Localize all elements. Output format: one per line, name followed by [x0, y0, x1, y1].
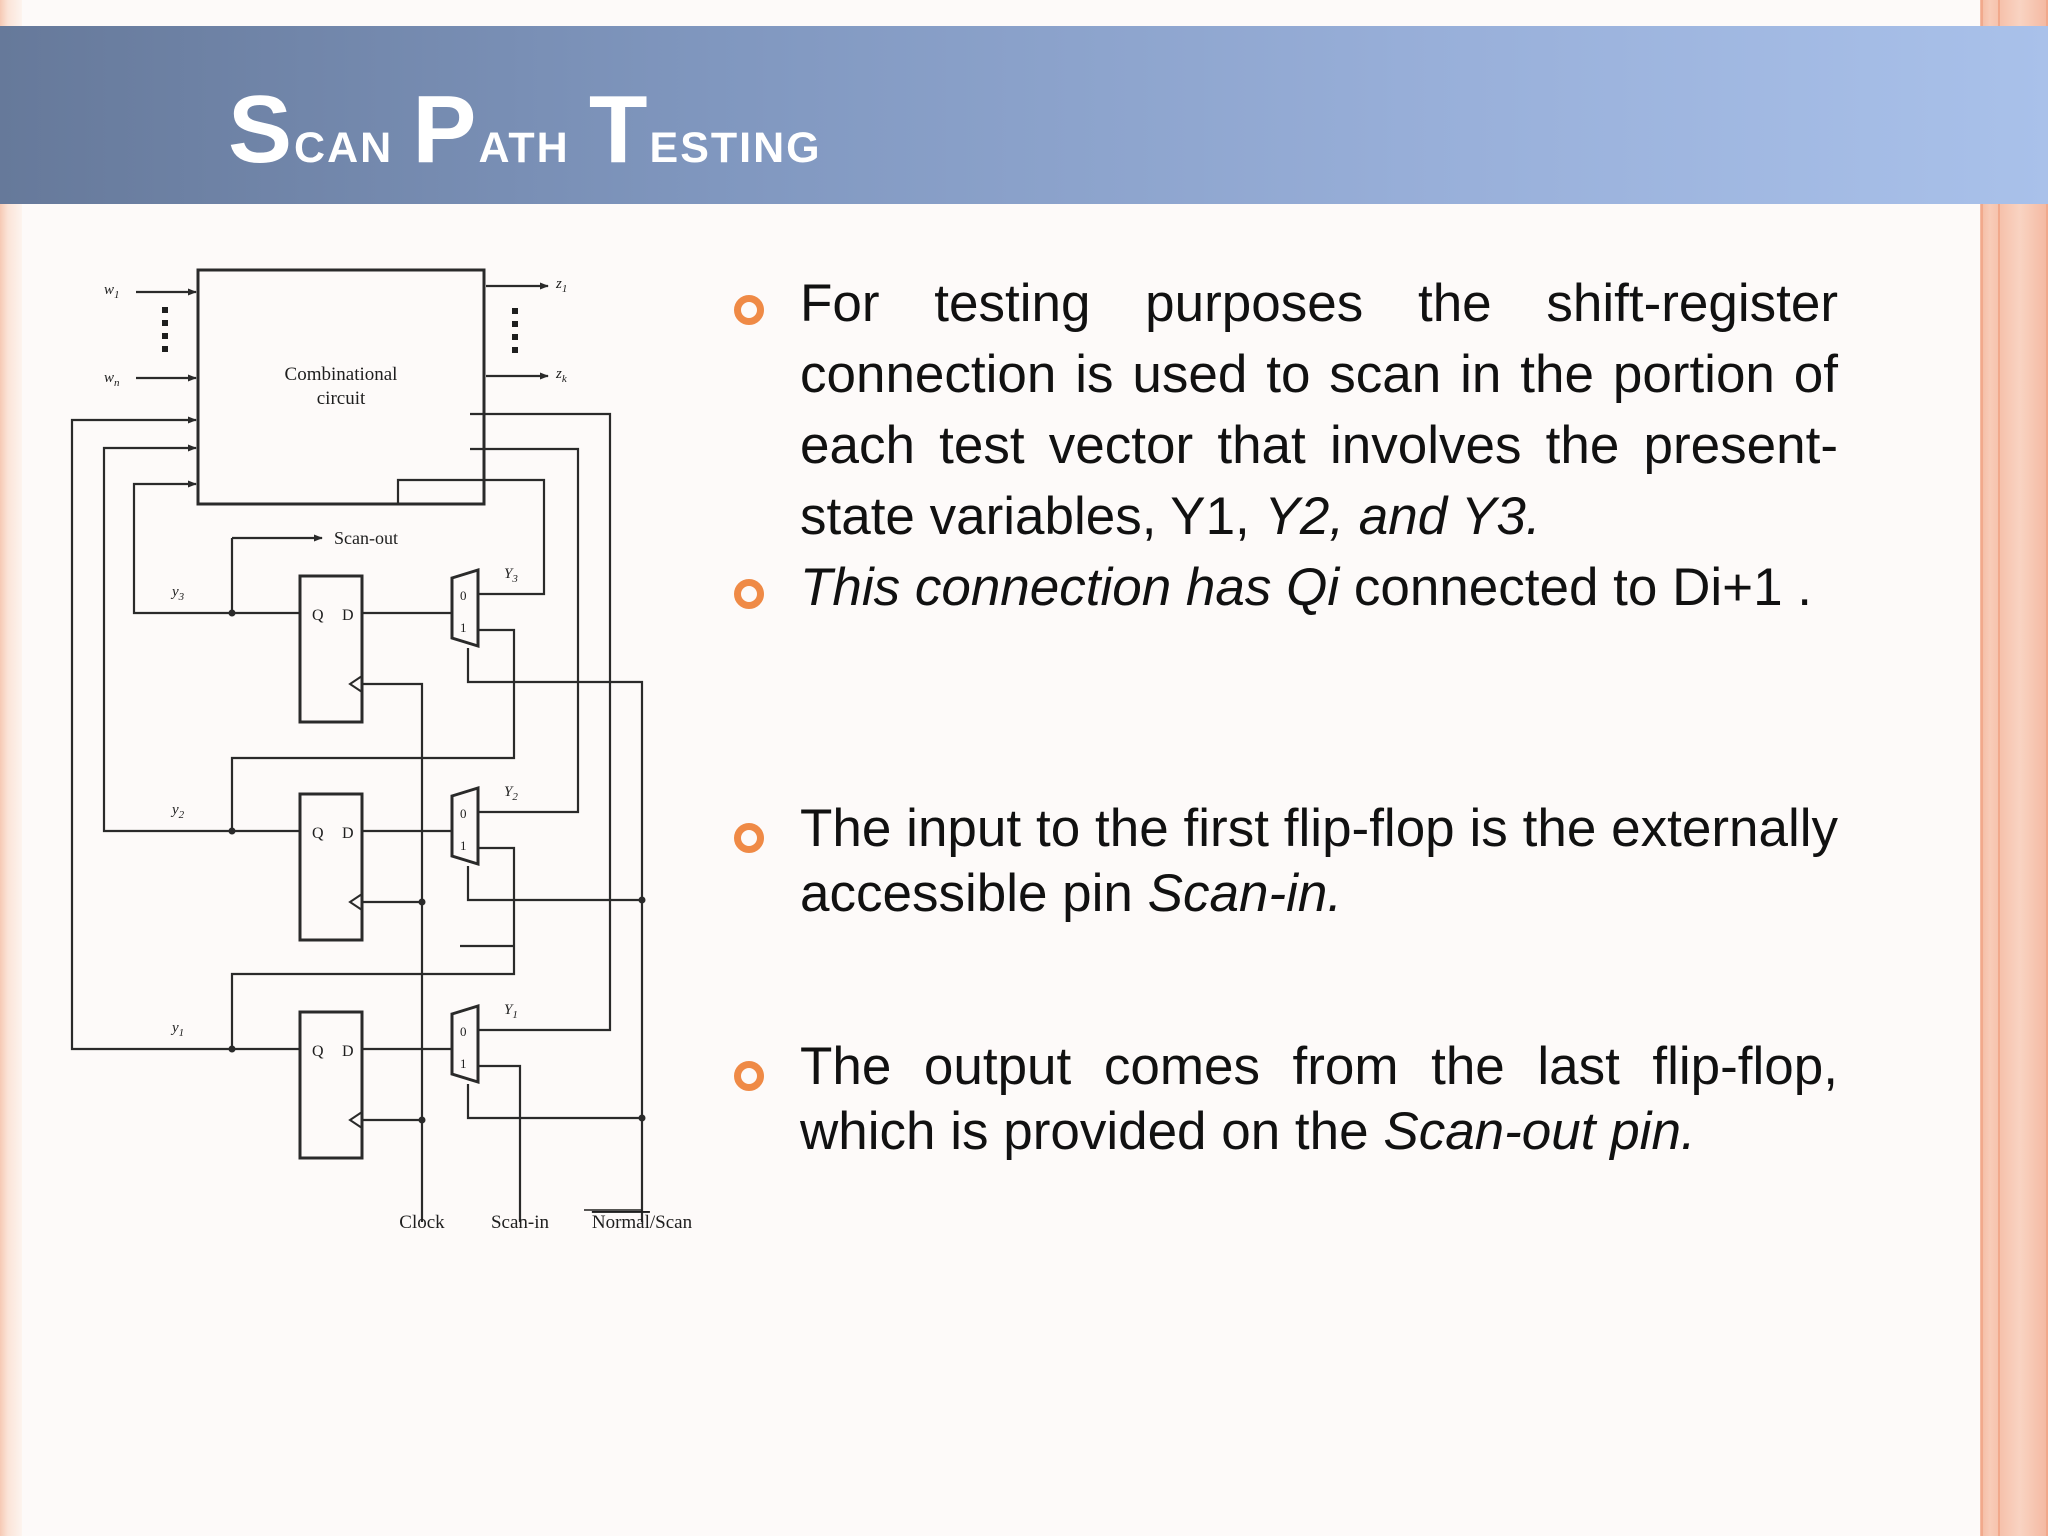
flip-flop-2: Q D	[298, 792, 364, 942]
bullet-item: The output comes from the last flip-flop…	[734, 1034, 1838, 1164]
normal-scan-label: Normal/Scan	[592, 1212, 693, 1233]
title-word: can	[294, 107, 413, 176]
bullet-text: This connection has Qi connected to Di+1…	[800, 558, 1813, 617]
y1-label: y1	[170, 1020, 184, 1039]
svg-text:D: D	[342, 607, 354, 624]
select-line-mux3	[466, 648, 644, 1222]
select-line-mux2	[466, 866, 642, 902]
title-word: esting	[649, 107, 822, 176]
scan-path-circuit-diagram: Combinational circuit w1 wn z1 zk Y3 Y2 …	[70, 268, 693, 1233]
mux-1: 0 1	[450, 1003, 480, 1085]
slide-title: Scan Path Testing	[228, 68, 822, 193]
right-decor-line	[1981, 0, 1983, 1536]
bullet-item: For testing purposes the shift-register …	[734, 268, 1838, 552]
title-letter: P	[412, 76, 479, 183]
svg-text:Q: Q	[312, 825, 324, 842]
scan-in-label: Scan-in	[491, 1212, 550, 1233]
bullet-text: The input to the first flip-flop is the …	[800, 799, 1838, 923]
svg-text:0: 0	[460, 806, 467, 821]
feedback-y1-line	[70, 416, 232, 1051]
input-ellipsis-dots	[162, 307, 168, 352]
Y3-label: Y3	[504, 566, 518, 585]
output-zk-label: zk	[555, 366, 568, 385]
title-word: ath	[478, 107, 589, 176]
clock-label: Clock	[399, 1212, 445, 1233]
bullet-marker-icon	[734, 295, 764, 325]
scan-chain-q1-to-mux2	[230, 846, 516, 1049]
right-decor-strip	[1980, 0, 2048, 1536]
Y2-label: Y2	[504, 784, 518, 803]
bullet-text: The output comes from the last flip-flop…	[800, 1037, 1838, 1161]
svg-text:1: 1	[460, 1056, 467, 1071]
svg-text:0: 0	[460, 1024, 467, 1039]
next-state-Y2-line	[470, 447, 580, 814]
bullet-marker-icon	[734, 1061, 764, 1091]
bullet-text: For testing purposes the shift-register …	[800, 274, 1838, 546]
mux-2: 0 1	[450, 785, 480, 867]
svg-text:1: 1	[460, 620, 467, 635]
feedback-y2-line	[102, 444, 232, 833]
title-band	[0, 26, 2048, 204]
bullet-marker-icon	[734, 823, 764, 853]
right-decor-line	[1998, 0, 2000, 1536]
input-w1-label: w1	[104, 282, 120, 301]
flip-flop-3: Q D	[298, 574, 364, 724]
combinational-circuit-block	[196, 268, 486, 506]
left-decor-strip	[0, 0, 22, 1536]
mux-3: 0 1	[450, 567, 480, 649]
next-state-Y1-line	[470, 412, 612, 1032]
bullet-item: The input to the first flip-flop is the …	[734, 796, 1838, 926]
bullet-item: This connection has Qi connected to Di+1…	[734, 552, 1838, 623]
feedback-y3-line	[132, 480, 232, 615]
flip-flop-1: Q D	[298, 1010, 364, 1160]
y2-label: y2	[170, 802, 185, 821]
next-state-Y3-line	[396, 478, 546, 596]
select-line-mux1	[466, 1084, 642, 1120]
svg-text:Q: Q	[312, 1043, 324, 1060]
scan-chain-scan-in-to-mux1	[478, 1064, 522, 1222]
title-letter: T	[588, 76, 650, 183]
scan-chain-q2-to-mux3	[230, 628, 516, 831]
svg-text:Q: Q	[312, 607, 324, 624]
svg-text:1: 1	[460, 838, 467, 853]
svg-text:0: 0	[460, 588, 467, 603]
input-wn-label: wn	[104, 370, 120, 389]
y3-label: y3	[170, 584, 185, 603]
combinational-label: Combinational	[285, 364, 398, 385]
clock-line	[362, 682, 424, 1222]
Y1-label: Y1	[504, 1002, 518, 1021]
svg-text:D: D	[342, 1043, 354, 1060]
scan-out-label: Scan-out	[334, 528, 398, 548]
output-z1-label: z1	[555, 276, 567, 295]
title-letter: S	[228, 76, 295, 183]
svg-text:D: D	[342, 825, 354, 842]
bullet-marker-icon	[734, 579, 764, 609]
right-decor-line	[2046, 0, 2048, 1536]
combinational-label: circuit	[317, 388, 366, 409]
output-ellipsis-dots	[512, 308, 518, 353]
